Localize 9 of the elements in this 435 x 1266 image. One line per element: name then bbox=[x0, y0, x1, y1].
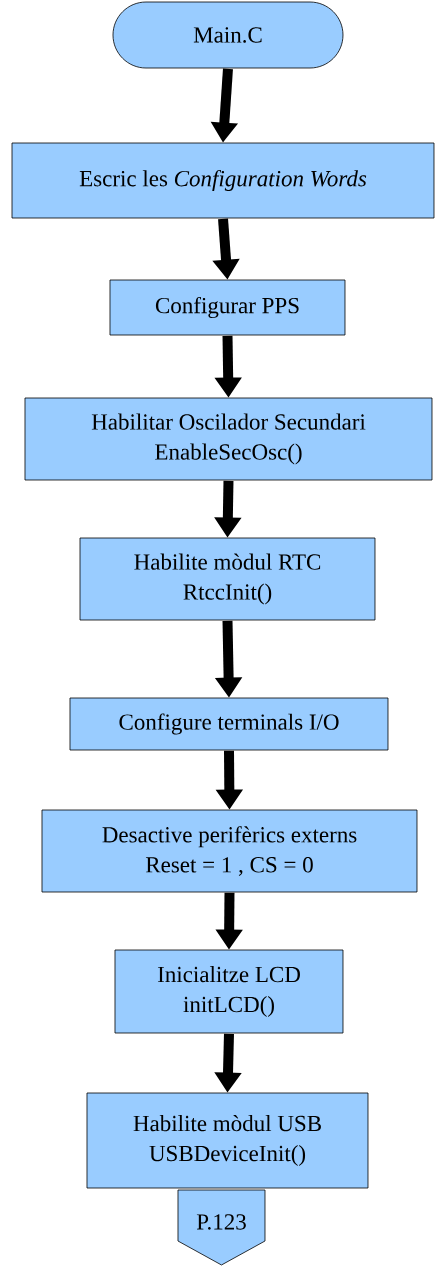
process-box: Escric les Configuration Words bbox=[11, 142, 435, 219]
process-box: Habilitar Oscilador Secundari EnableSecOsc() bbox=[24, 397, 433, 481]
off-page-connector: P.123 bbox=[177, 1189, 266, 1266]
process-box: Desactive perifèrics externs Reset = 1 , CS = 0 bbox=[41, 809, 418, 893]
process-box: Inicialitze LCD initLCD() bbox=[114, 949, 344, 1034]
process-box: Configure terminals I/O bbox=[69, 697, 389, 751]
process-box: Configurar PPS bbox=[109, 279, 346, 336]
start-terminal: Main.C bbox=[112, 1, 344, 69]
process-box: Habilite mòdul RTC RtccInit() bbox=[79, 537, 376, 621]
